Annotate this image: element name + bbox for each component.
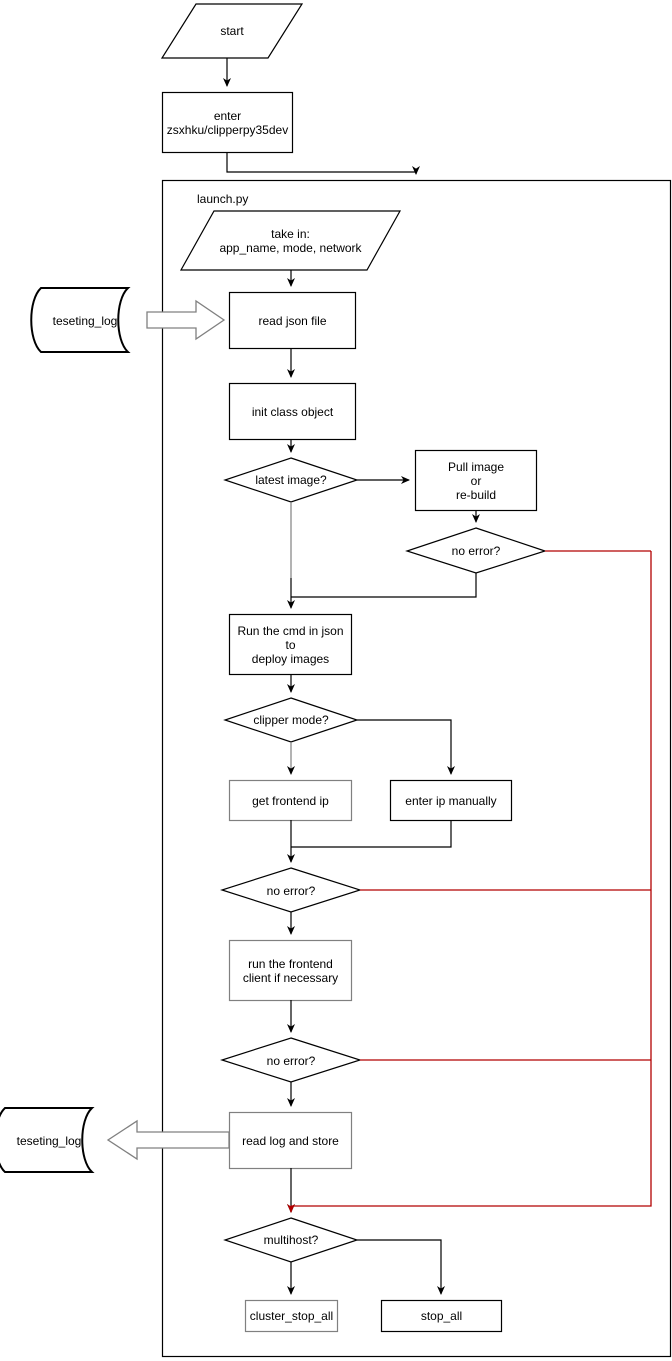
node-get-frontend-ip — [228, 779, 353, 822]
edge-enterip-to-join — [291, 820, 452, 848]
node-pull-rebuild — [414, 449, 538, 512]
node-read-log — [228, 1111, 353, 1170]
node-read-json — [228, 291, 357, 350]
node-enter-ip — [389, 779, 513, 822]
node-take-in — [179, 210, 402, 271]
launch-py-container — [161, 179, 672, 1358]
arrow-log-to-readjson — [146, 299, 226, 341]
edge-clipper-to-enterip — [357, 719, 455, 775]
edge-enter-to-container — [226, 152, 420, 175]
node-stop-all — [380, 1299, 503, 1333]
arrow-readlog-to-log — [106, 1119, 230, 1161]
node-teseting-log-out — [0, 1107, 95, 1173]
container-title: launch.py — [197, 192, 249, 206]
edge-multihost-to-stopall — [357, 1239, 445, 1295]
node-start — [160, 3, 304, 59]
node-run-cmd — [228, 613, 353, 676]
node-init-class — [228, 382, 357, 441]
node-cluster-stop-all — [244, 1299, 339, 1333]
error-path-trunk — [287, 551, 652, 1213]
error-paths — [287, 550, 652, 1213]
edge-noerror1-to-runcmd — [291, 573, 477, 598]
node-teseting-log-in — [30, 287, 131, 353]
node-run-frontend — [228, 939, 353, 1002]
node-enter-image — [161, 91, 294, 154]
